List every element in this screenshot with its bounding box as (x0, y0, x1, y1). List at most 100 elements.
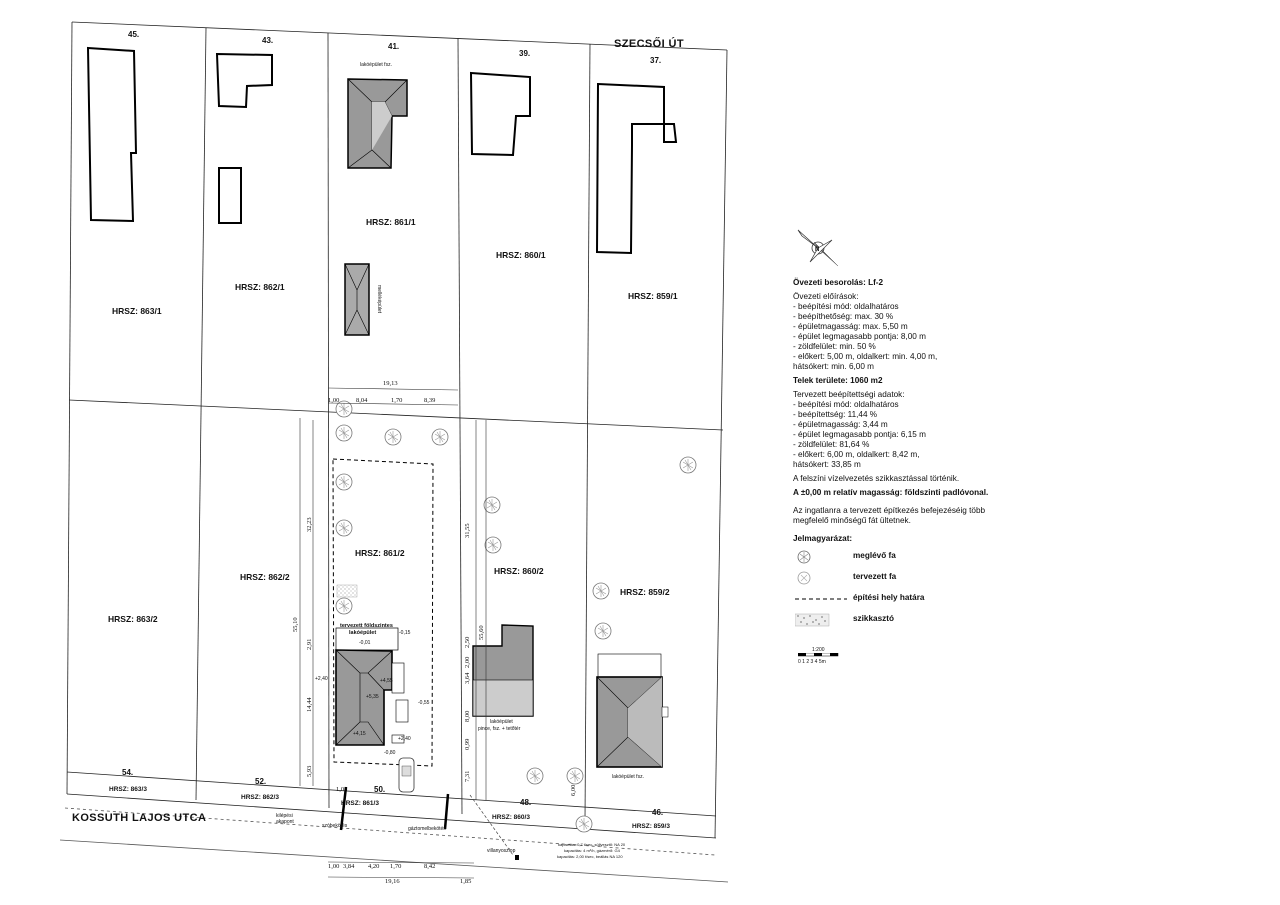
parcel-label: HRSZ: 861/1 (366, 217, 416, 227)
planned-item: - beépítési mód: oldalhatáros (793, 400, 899, 409)
parked-car (398, 757, 415, 793)
dimension-label: 3,84 (343, 863, 355, 870)
building-label: tervezett földszintes (340, 623, 393, 629)
dimension-label: 8,39 (424, 397, 435, 404)
scale-bar-graphic (797, 652, 839, 657)
planned-item: - épületmagasság: 3,44 m (793, 420, 888, 429)
parcel-label: HRSZ: 863/3 (109, 786, 147, 793)
rule-item: - épületmagasság: max. 5,50 m (793, 322, 908, 331)
existing-buildings (86, 46, 678, 255)
planned-title: Tervezett beépítettségi adatok: (793, 390, 905, 399)
parcel-label: HRSZ: 860/3 (492, 814, 530, 821)
building-zone-boundary (332, 458, 434, 767)
dimension-label: 32,23 (306, 517, 313, 532)
street-north-label: SZECSŐI ÚT (614, 37, 684, 50)
street-south-label: KOSSUTH LAJOS UTCA (72, 812, 206, 824)
planned-item: hátsókert: 33,85 m (793, 460, 861, 469)
rules-title: Övezeti előírások: (793, 292, 859, 301)
dimension-label: 2,91 (306, 639, 313, 650)
utility-label: kapacitás: 0,7 t/sec, süllyesztő: NA 20 (558, 842, 626, 847)
key-label: szikkasztó (853, 614, 894, 623)
dimension-label: 8,42 (424, 863, 435, 870)
utility-label: villanyoszlop (487, 848, 516, 854)
house-number: 46. (652, 808, 663, 817)
level-marker: -0,15 (399, 630, 411, 636)
legend-panel: Övezeti besorolás: Lf-2 Övezeti előíráso… (793, 278, 1053, 632)
dimension-label: 14,44 (306, 697, 313, 712)
house-number: 43. (262, 36, 273, 45)
dimension-label: 1,85 (460, 878, 471, 885)
parcel-label: HRSZ: 862/2 (240, 572, 290, 582)
building-label: lakóépület fsz. (360, 62, 392, 68)
house-number: 54. (122, 768, 133, 777)
rule-item: - zöldfelület: min. 50 % (793, 342, 876, 351)
tree-note: Az ingatlanra a tervezett építkezés befe… (793, 506, 986, 515)
parcel-label: HRSZ: 859/2 (620, 587, 670, 597)
key-planned-tree: tervezett fa (793, 569, 1053, 590)
building-label: lakóépület (490, 719, 513, 725)
level-marker: +5,35 (366, 694, 379, 700)
parcel-label: HRSZ: 863/1 (112, 306, 162, 316)
dimension-label: 1,70 (390, 863, 401, 870)
dimension-label: 55,10 (292, 617, 299, 632)
house-number: 48. (520, 798, 531, 807)
existing-tree-icon (797, 550, 811, 564)
key-soakaway: szikkasztó (793, 611, 1053, 632)
key-label: meglévő fa (853, 551, 896, 560)
dimension-label: 19,13 (383, 380, 398, 387)
drainage-note: A felszíni vízelvezetés szikkasztással t… (793, 474, 960, 483)
level-marker: +2,40 (315, 676, 328, 682)
parcel-label: HRSZ: 861/2 (355, 548, 405, 558)
dimension-label: 8,00 (464, 711, 471, 722)
house-numbers: 45. 43. 41. 39. 37. 54. 52. 50. 48. 46. (122, 30, 663, 817)
dimension-lines (299, 387, 487, 879)
house-860-2: lakóépület pince, fsz. + tetőtér (472, 624, 534, 732)
dimension-label: 8,04 (356, 397, 368, 404)
parcel-labels: HRSZ: 863/1 HRSZ: 862/1 HRSZ: 861/1 HRSZ… (108, 217, 678, 830)
building-label: pince, fsz. + tetőtér (478, 726, 521, 732)
level-marker: -0,01 (359, 640, 371, 646)
key-title: Jelmagyarázat: (793, 534, 853, 543)
soakaway-861-2 (336, 584, 358, 598)
dimension-values: 19,13 1,00 8,04 1,70 8,39 1,00 3,84 4,20… (292, 380, 577, 885)
soakaway-symbol (795, 613, 830, 627)
dimension-label: 7,31 (464, 771, 471, 782)
parcel-label: HRSZ: 860/2 (494, 566, 544, 576)
planned-item: - épület legmagasabb pontja: 6,15 m (793, 430, 926, 439)
parcel-label: HRSZ: 861/3 (341, 800, 379, 807)
level-marker: +4,55 (380, 678, 393, 684)
dimension-label: 1,70 (391, 397, 402, 404)
dimension-label: 5,93 (306, 766, 313, 777)
outbuilding-861-1: melléképület (344, 263, 382, 336)
dimension-label: 31,55 (464, 523, 471, 538)
dimension-label: 6,00 (570, 785, 577, 796)
building-label: melléképület (376, 285, 382, 314)
key-boundary: építési hely határa (793, 590, 1053, 611)
rule-item: - előkert: 5,00 m, oldalkert: min. 4,00 … (793, 352, 938, 361)
dashed-line-symbol (795, 598, 847, 600)
key-label: építési hely határa (853, 593, 925, 602)
utility-label: kilépési (276, 813, 293, 819)
utility-label: gáztomelbekötés (408, 826, 446, 832)
house-number: 41. (388, 42, 399, 51)
roof-41: lakóépület fsz. (347, 62, 408, 169)
utility-label: szóbekötés (322, 823, 348, 829)
dimension-label: 0,99 (464, 739, 471, 750)
house-859-2: lakóépület fsz. (596, 653, 669, 780)
dimension-label: 19,16 (385, 878, 400, 885)
planned-item: - zöldfelület: 81,64 % (793, 440, 870, 449)
zero-level-note: A ±0,00 m relatív magasság: földszinti p… (793, 488, 989, 497)
parcel-label: HRSZ: 859/1 (628, 291, 678, 301)
zoning-title: Övezeti besorolás: Lf-2 (793, 278, 884, 287)
level-marker: -0,55 (418, 700, 430, 706)
planned-item: - előkert: 6,00 m, oldalkert: 8,42 m, (793, 450, 920, 459)
parcel-label: HRSZ: 860/1 (496, 250, 546, 260)
utility-label: akapont (276, 819, 294, 825)
house-number: 37. (650, 56, 661, 65)
utility-label: kapacitás: 4 m³/h, gázmérő: G4 (564, 848, 621, 853)
building-label: lakóépület fsz. (612, 774, 644, 780)
planned-item: - beépítettség: 11,44 % (793, 410, 878, 419)
building-label: lakóépület (349, 630, 376, 636)
house-number: 45. (128, 30, 139, 39)
